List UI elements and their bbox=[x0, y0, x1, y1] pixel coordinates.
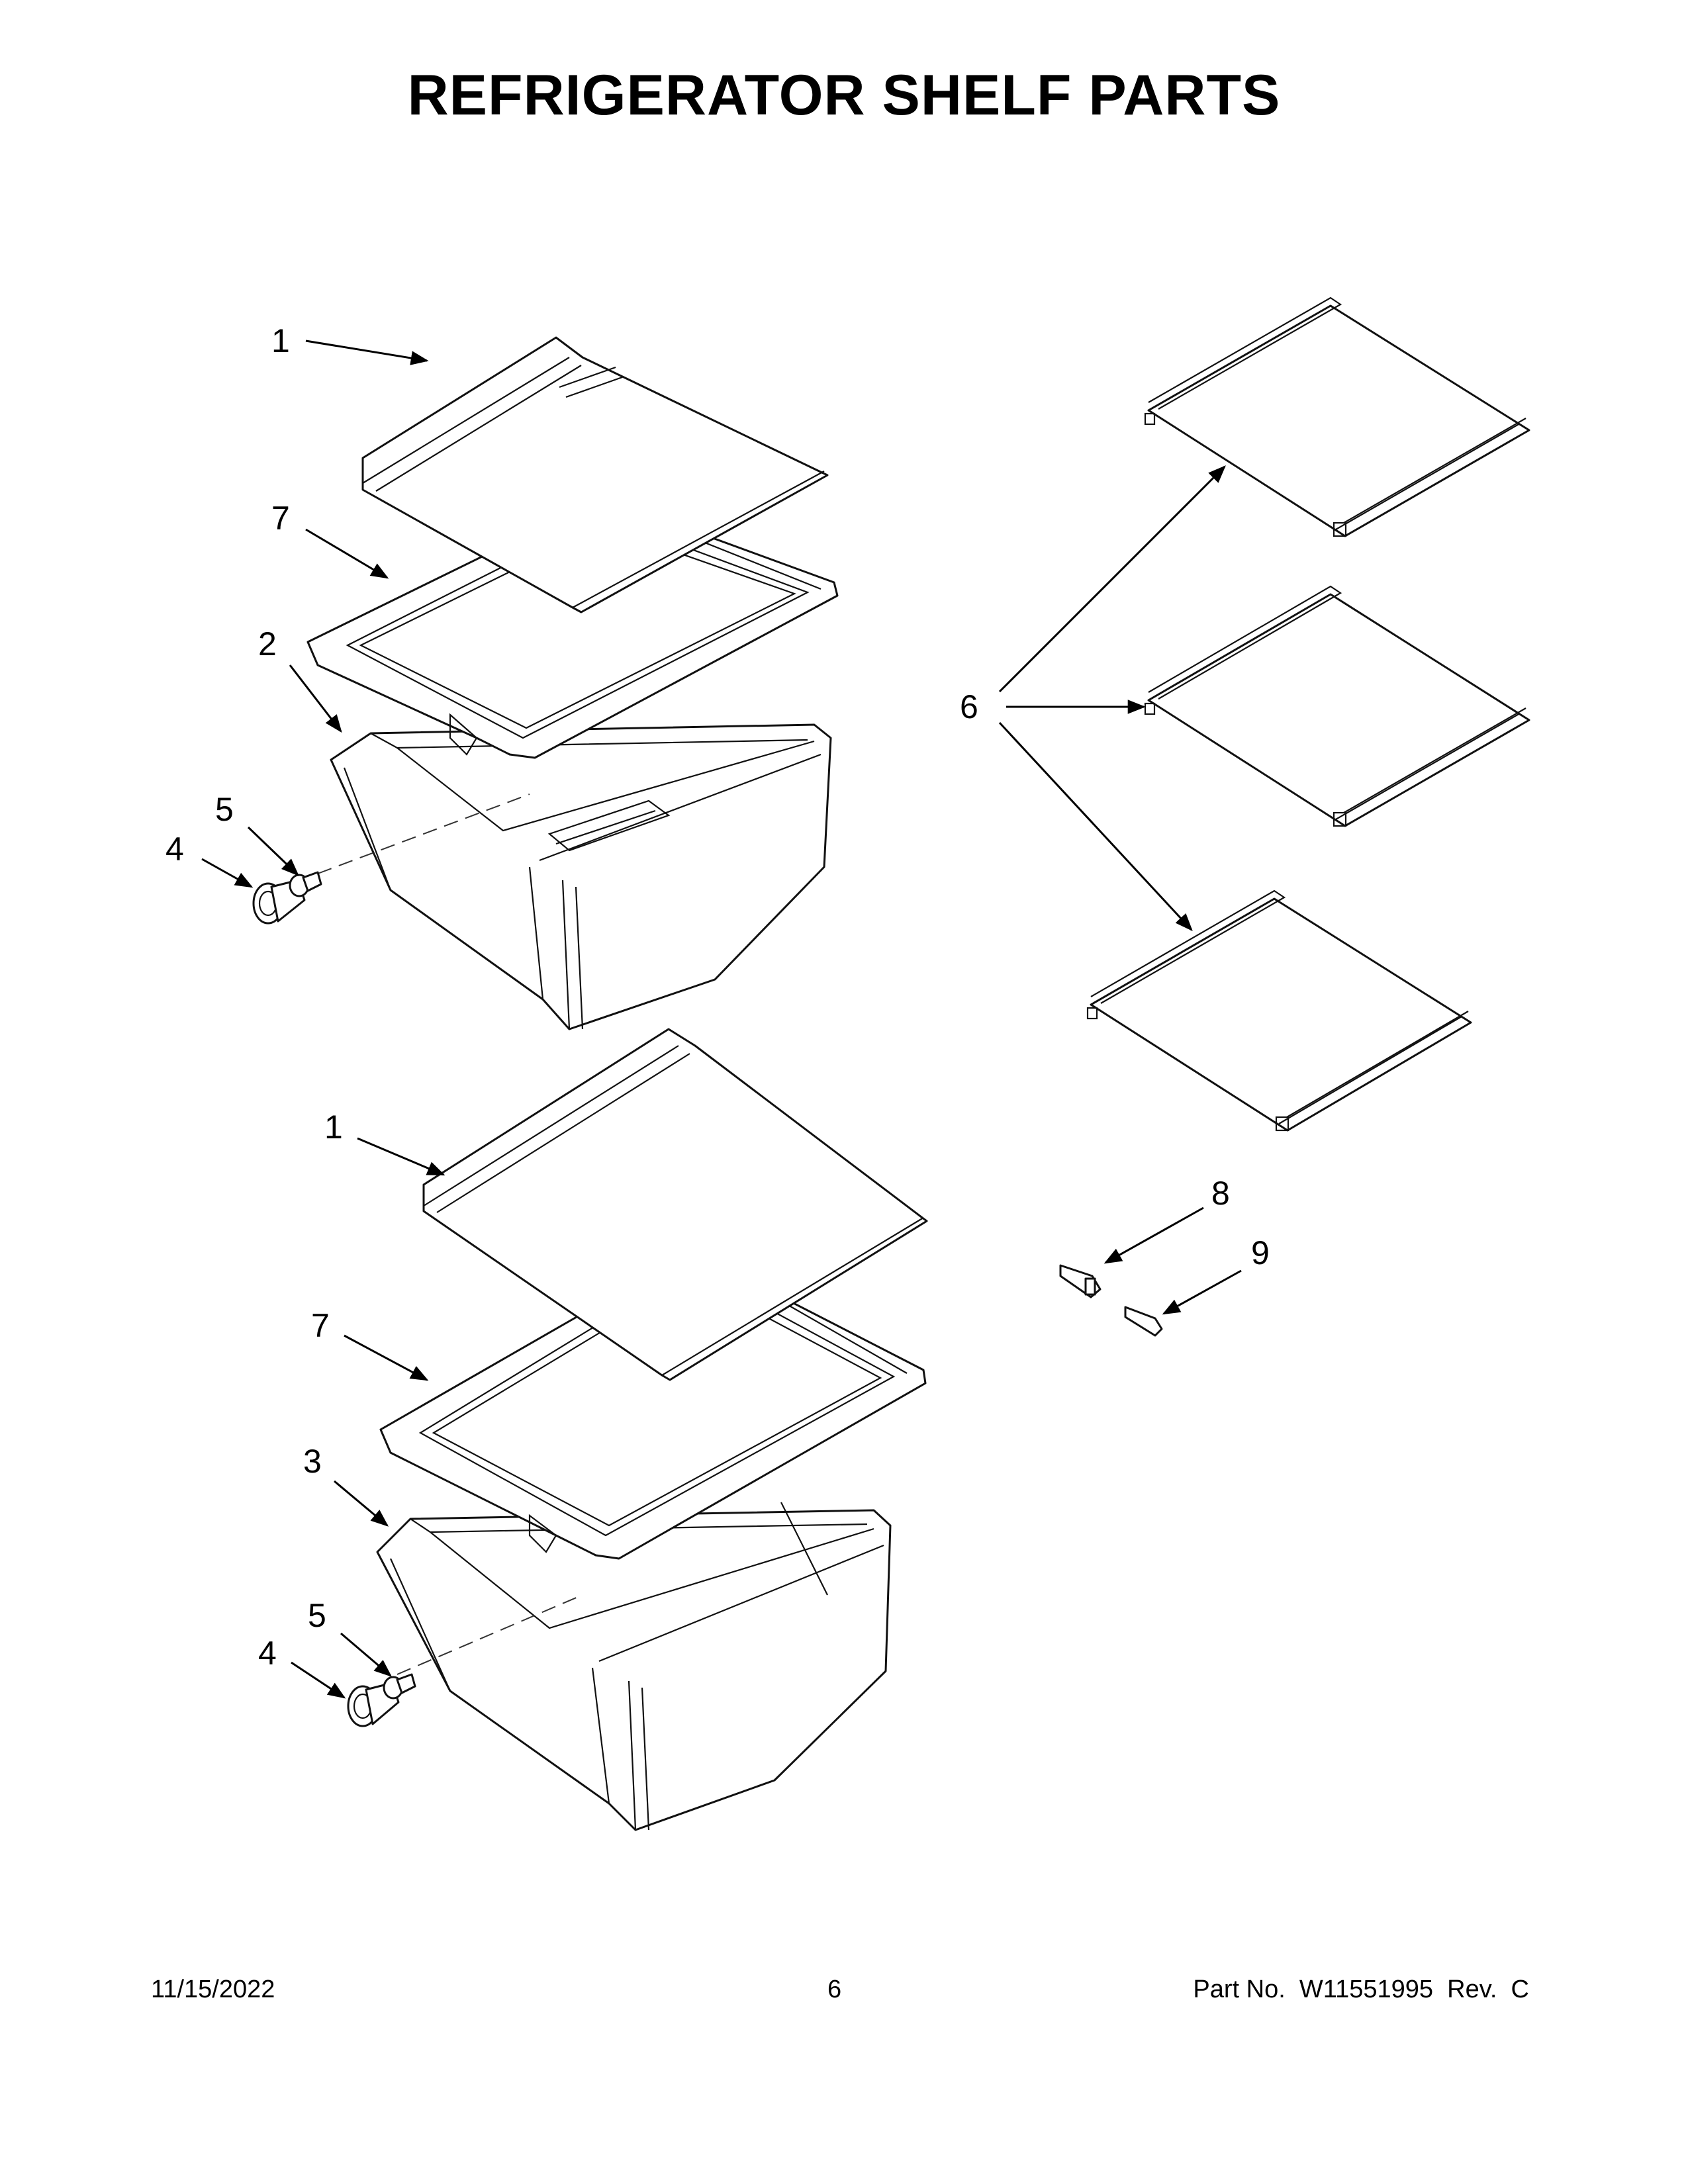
upper-roller-center-line bbox=[317, 794, 530, 874]
callout-upper-cover-frame: 7 bbox=[271, 500, 290, 537]
shelf-middle[interactable] bbox=[1144, 585, 1530, 827]
callout-bracket-8: 8 bbox=[1211, 1175, 1230, 1212]
callout-lower-roller: 4 bbox=[258, 1635, 277, 1672]
leader-lines bbox=[201, 340, 1242, 1699]
callout-lower-cover-glass: 1 bbox=[324, 1109, 343, 1146]
page-title: REFRIGERATOR SHELF PARTS bbox=[407, 64, 1281, 127]
bracket-8[interactable] bbox=[1059, 1264, 1102, 1298]
upper-crisper-cover-glass[interactable] bbox=[361, 336, 829, 614]
footer-page-number: 6 bbox=[827, 1976, 842, 2003]
callout-upper-roller: 4 bbox=[165, 831, 184, 868]
callout-lower-cover-frame: 7 bbox=[311, 1307, 330, 1344]
lower-roller-assembly[interactable] bbox=[347, 1673, 416, 1727]
shelf-bottom[interactable] bbox=[1086, 889, 1472, 1132]
bracket-9[interactable] bbox=[1124, 1306, 1163, 1337]
callout-upper-screw: 5 bbox=[215, 791, 234, 828]
callout-lower-screw: 5 bbox=[308, 1597, 326, 1634]
upper-roller-assembly[interactable] bbox=[252, 871, 322, 925]
upper-crisper-assembly bbox=[252, 336, 839, 1030]
lower-crisper-drawer[interactable] bbox=[376, 1502, 892, 1831]
lower-crisper-cover-glass[interactable] bbox=[422, 1028, 928, 1381]
shelf-top[interactable] bbox=[1144, 296, 1530, 537]
callout-lower-drawer: 3 bbox=[303, 1443, 322, 1480]
callout-upper-drawer: 2 bbox=[258, 625, 277, 662]
callout-shelf-glass: 6 bbox=[960, 688, 978, 725]
callout-bracket-9: 9 bbox=[1251, 1234, 1270, 1271]
footer-part-number: Part No. W11551995 Rev. C bbox=[1193, 1976, 1529, 2003]
callout-upper-cover-glass: 1 bbox=[271, 322, 290, 359]
lower-roller-center-line bbox=[397, 1594, 583, 1675]
lower-crisper-assembly bbox=[347, 1028, 928, 1831]
footer-date: 11/15/2022 bbox=[151, 1976, 275, 2003]
upper-crisper-drawer[interactable] bbox=[330, 723, 832, 1030]
